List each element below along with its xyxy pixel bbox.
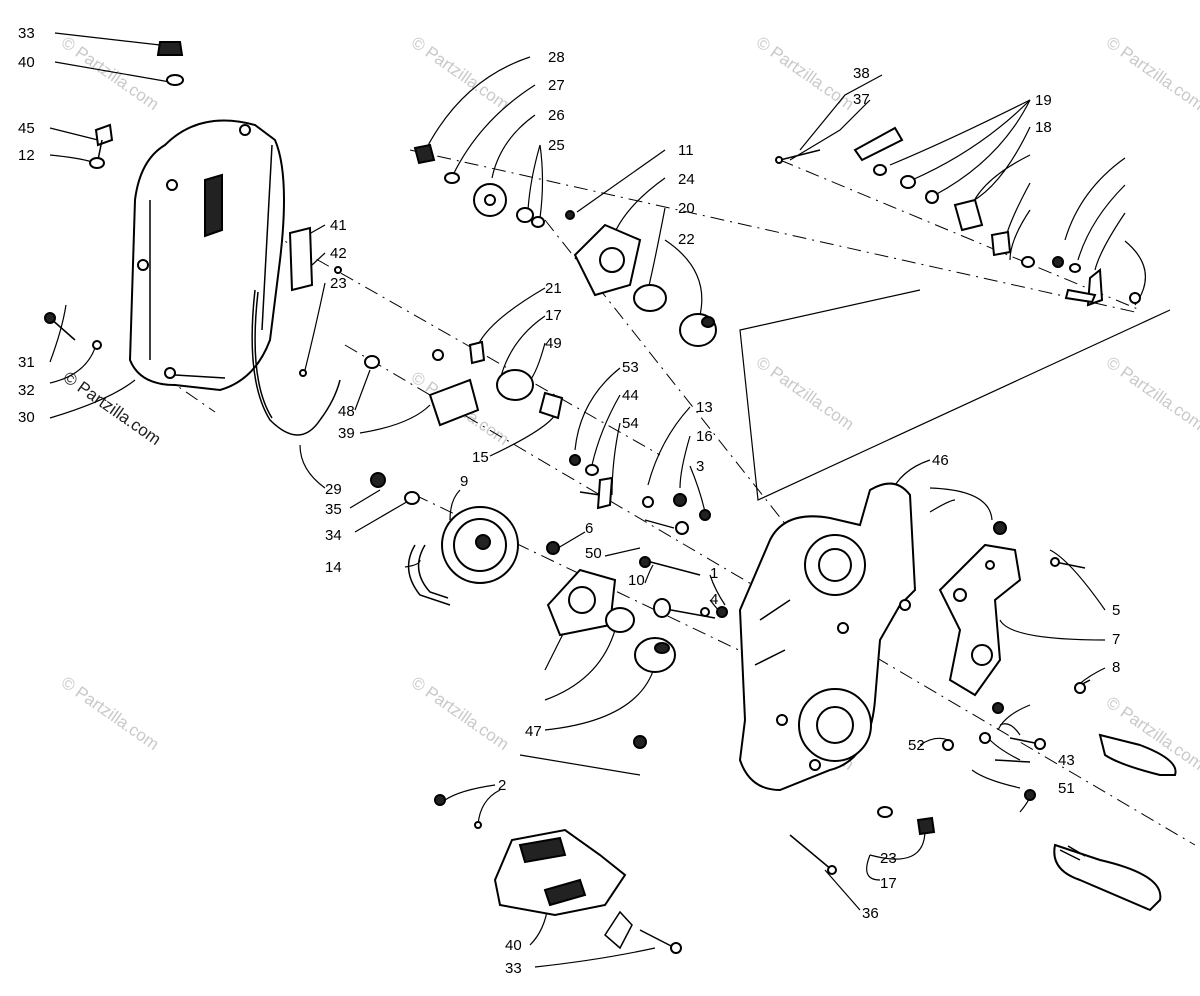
callout-label: 33 bbox=[18, 25, 35, 42]
bearing-plate-47 bbox=[938, 543, 1022, 697]
callout-label: 24 bbox=[678, 171, 695, 188]
callout-label: 2 bbox=[498, 777, 506, 794]
callout-label: 47 bbox=[525, 723, 542, 740]
watermark: © Partzilla.com bbox=[408, 673, 513, 754]
callout-label: 31 bbox=[18, 354, 35, 371]
callout-label: 46 bbox=[932, 452, 949, 469]
watermark: © Partzilla.com bbox=[1103, 353, 1200, 434]
callout-label: 21 bbox=[545, 280, 562, 297]
callout-label: 34 bbox=[325, 527, 342, 544]
watermark: © Partzilla.com bbox=[753, 33, 858, 114]
callout-label: 12 bbox=[18, 147, 35, 164]
callout-label: 45 bbox=[18, 120, 35, 137]
callout-label: 49 bbox=[545, 335, 562, 352]
callout-label: 22 bbox=[678, 231, 695, 248]
watermark: © Partzilla.com bbox=[1103, 33, 1200, 114]
watermark: © Partzilla.com bbox=[58, 673, 163, 754]
callout-label: 9 bbox=[460, 473, 468, 490]
chaincase-cover bbox=[128, 119, 285, 392]
callout-label: 19 bbox=[1035, 92, 1052, 109]
callout-label: 14 bbox=[325, 559, 342, 576]
watermark: © Partzilla.com bbox=[753, 353, 858, 434]
callout-label: 41 bbox=[330, 217, 347, 234]
callout-label: 26 bbox=[548, 107, 565, 124]
bolt-33 bbox=[156, 41, 184, 56]
callout-label: 35 bbox=[325, 501, 342, 518]
callout-label: 17 bbox=[545, 307, 562, 324]
callout-label: 33 bbox=[505, 960, 522, 977]
callout-label: 15 bbox=[472, 449, 489, 466]
callout-label: 23 bbox=[330, 275, 347, 292]
callout-label: 4 bbox=[710, 591, 718, 608]
callout-label: 36 bbox=[862, 905, 879, 922]
callout-label: 54 bbox=[622, 415, 639, 432]
callout-label: 44 bbox=[622, 387, 639, 404]
callout-label: 37 bbox=[853, 91, 870, 108]
callout-label: 32 bbox=[18, 382, 35, 399]
callout-label: 7 bbox=[1112, 631, 1120, 648]
callout-label: 8 bbox=[1112, 659, 1120, 676]
callout-labels: 33 40 45 12 31 32 30 41 42 23 29 35 34 2… bbox=[18, 25, 1120, 977]
callout-label: 42 bbox=[330, 245, 347, 262]
callout-label: 52 bbox=[908, 737, 925, 754]
callout-label: 30 bbox=[18, 409, 35, 426]
chaincase-housing bbox=[738, 482, 917, 792]
callout-label: 28 bbox=[548, 49, 565, 66]
callout-label: 5 bbox=[1112, 602, 1120, 619]
callout-label: 25 bbox=[548, 137, 565, 154]
callout-label: 3 bbox=[696, 458, 704, 475]
callout-label: 48 bbox=[338, 403, 355, 420]
callout-label: 11 bbox=[678, 142, 694, 159]
parts bbox=[44, 41, 1177, 954]
callout-label: 17 bbox=[880, 875, 897, 892]
callout-label: 13 bbox=[696, 399, 713, 416]
callout-label: 53 bbox=[622, 359, 639, 376]
callout-label: 51 bbox=[1058, 780, 1075, 797]
callout-label: 39 bbox=[338, 425, 355, 442]
callout-label: 27 bbox=[548, 77, 565, 94]
callout-label: 10 bbox=[628, 572, 645, 589]
callout-label: 38 bbox=[853, 65, 870, 82]
callout-label: 23 bbox=[880, 850, 897, 867]
callout-label: 16 bbox=[696, 428, 713, 445]
shaft-upper bbox=[1098, 733, 1177, 776]
shaft-lower bbox=[1053, 843, 1162, 912]
callout-label: 1 bbox=[710, 565, 718, 582]
callout-label: 50 bbox=[585, 545, 602, 562]
callout-label: 29 bbox=[325, 481, 342, 498]
callout-label: 40 bbox=[505, 937, 522, 954]
callout-label: 20 bbox=[678, 200, 695, 217]
callout-label: 6 bbox=[585, 520, 593, 537]
callout-label: 40 bbox=[18, 54, 35, 71]
callout-label: 18 bbox=[1035, 119, 1052, 136]
callout-label: 43 bbox=[1058, 752, 1075, 769]
watermark: © Partzilla.com bbox=[58, 33, 163, 114]
